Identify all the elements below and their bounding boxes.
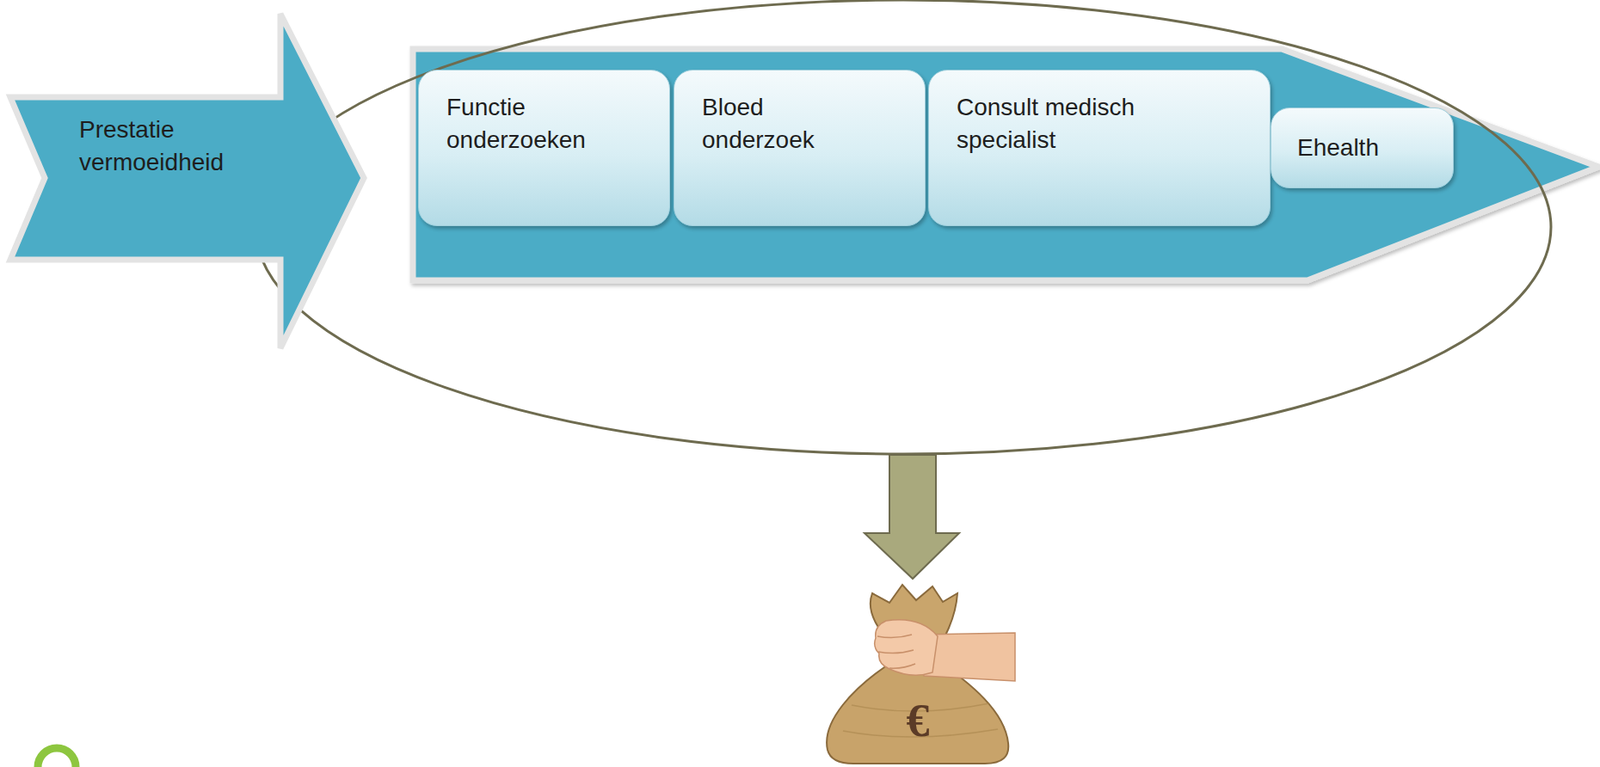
down-arrow bbox=[864, 455, 960, 579]
process-band bbox=[412, 49, 1599, 281]
node-label: Consult medisch specialist bbox=[956, 91, 1189, 157]
logo-mark bbox=[37, 748, 76, 767]
process-box: Ehealth bbox=[1270, 107, 1454, 189]
node-label: Functie onderzoeken bbox=[446, 91, 619, 157]
currency-symbol: € bbox=[906, 697, 930, 745]
chevron-arrow: Prestatie vermoeidheid bbox=[10, 10, 368, 352]
process-box: Functie onderzoeken bbox=[418, 69, 671, 227]
chevron-outline bbox=[10, 13, 364, 349]
process-box: Bloed onderzoek bbox=[673, 69, 926, 227]
money-bag bbox=[826, 584, 1016, 764]
node-label: Prestatie vermoeidheid bbox=[79, 113, 303, 179]
node-label: Bloed onderzoek bbox=[701, 91, 866, 157]
node-label: Ehealth bbox=[1297, 131, 1379, 165]
group-ellipse bbox=[255, 0, 1551, 455]
process-box: Consult medisch specialist bbox=[928, 69, 1271, 227]
chevron-shape bbox=[10, 10, 368, 352]
